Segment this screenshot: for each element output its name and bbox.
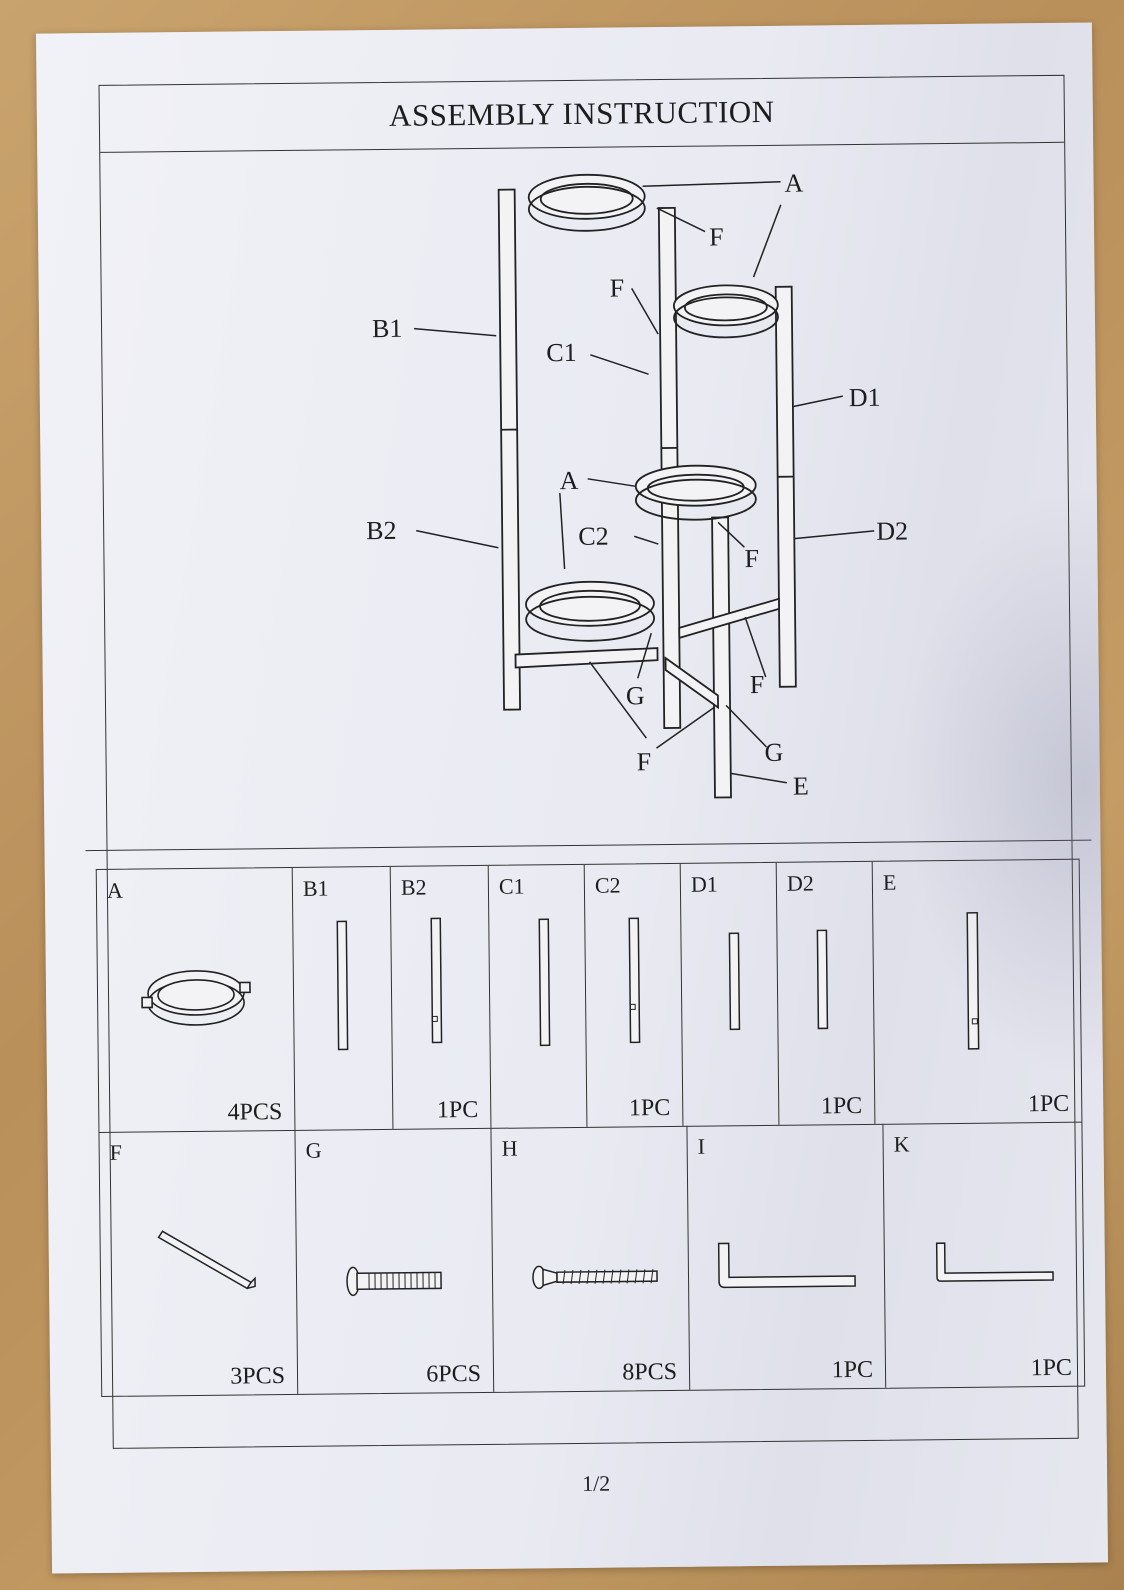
bar-f-right xyxy=(678,597,780,640)
assembly-diagram: A F F B1 C1 D1 A B2 C2 D2 F G F F G E xyxy=(366,169,908,801)
part-cell-f: F 3PCS xyxy=(99,1129,299,1396)
callout-g-right: G xyxy=(764,738,783,767)
part-qty: 1PC xyxy=(1030,1354,1073,1382)
pole-part-icon xyxy=(628,917,641,1044)
pole-b xyxy=(497,188,521,711)
pole-part-icon xyxy=(728,932,741,1031)
allen-key-large-icon xyxy=(717,1242,856,1289)
callout-f-top: F xyxy=(709,222,724,251)
instruction-sheet: ASSEMBLY INSTRUCTION xyxy=(35,22,1109,1574)
part-cell-a: A 4PCS xyxy=(96,867,296,1132)
part-cell-g: G xyxy=(295,1127,495,1394)
callout-f-mid: F xyxy=(610,273,625,302)
pole-d xyxy=(774,285,797,688)
callout-f-right: F xyxy=(750,670,765,699)
part-qty: 3PCS xyxy=(230,1363,286,1390)
pole-e xyxy=(711,516,732,799)
part-qty: 8PCS xyxy=(622,1358,678,1386)
part-qty: 4PCS xyxy=(227,1099,283,1126)
pole-part-icon xyxy=(336,920,349,1051)
callout-a-top: A xyxy=(784,169,803,198)
page-number: 1/2 xyxy=(581,1470,611,1496)
part-cell-k: K 1PC xyxy=(883,1122,1084,1388)
parts-grid: A 4PCS B1 xyxy=(95,858,1086,1397)
bolt-part-icon xyxy=(346,1266,442,1297)
part-qty: 1PC xyxy=(1027,1090,1070,1118)
callout-a-mid: A xyxy=(560,466,579,495)
part-cell-c1: C1 xyxy=(488,864,588,1128)
part-cell-b2: B2 1PC xyxy=(390,865,492,1129)
bar-f-front xyxy=(664,656,719,710)
page-frame: ASSEMBLY INSTRUCTION xyxy=(85,74,1098,1496)
pole-part-icon xyxy=(538,918,551,1047)
part-cell-c2: C2 1PC xyxy=(584,863,684,1127)
callout-d1: D1 xyxy=(849,383,881,412)
callout-g-left: G xyxy=(626,681,645,710)
part-cell-b1: B1 xyxy=(292,866,394,1130)
page-title: ASSEMBLY INSTRUCTION xyxy=(99,75,1065,153)
parts-list: A 4PCS B1 xyxy=(85,839,1098,1400)
callout-e: E xyxy=(793,772,809,801)
part-cell-d1: D1 xyxy=(680,862,780,1126)
screw-part-icon xyxy=(532,1265,658,1290)
callout-f-bottom: F xyxy=(636,747,651,776)
pole-part-icon xyxy=(816,929,829,1030)
callout-f-c2: F xyxy=(744,544,759,573)
part-qty: 1PC xyxy=(820,1092,863,1120)
pole-part-icon xyxy=(966,912,980,1050)
part-cell-h: H xyxy=(491,1125,691,1392)
ring-bottom xyxy=(525,580,655,627)
part-qty: 6PCS xyxy=(426,1360,482,1388)
part-qty: 1PC xyxy=(628,1094,671,1122)
allen-key-small-icon xyxy=(935,1242,1054,1282)
part-qty: 1PC xyxy=(831,1356,874,1384)
part-cell-d2: D2 1PC xyxy=(776,861,876,1125)
callout-b2: B2 xyxy=(366,516,397,545)
parts-row-1: A 4PCS B1 xyxy=(96,859,1082,1133)
callout-d2: D2 xyxy=(876,516,908,545)
callout-c1: C1 xyxy=(546,338,577,367)
bar-part-icon xyxy=(157,1230,256,1290)
part-cell-i: I 1PC xyxy=(687,1123,887,1390)
callout-c2: C2 xyxy=(578,522,609,551)
parts-row-2: F 3PCS G xyxy=(99,1122,1084,1396)
ring-top xyxy=(527,173,646,220)
bar-f-left xyxy=(514,647,659,669)
ring-second xyxy=(672,284,779,327)
part-qty: 1PC xyxy=(436,1096,479,1124)
part-cell-e: E 1PC xyxy=(873,860,1082,1124)
callout-b1: B1 xyxy=(372,314,403,343)
pole-part-icon xyxy=(430,917,443,1044)
ring-part-icon xyxy=(141,970,251,1026)
